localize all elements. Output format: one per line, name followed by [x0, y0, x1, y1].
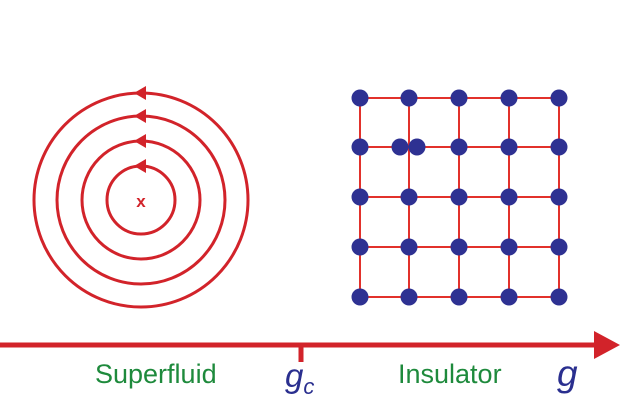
lattice-particle	[500, 238, 518, 256]
vortex-circulation	[32, 86, 250, 309]
lattice-particle	[450, 288, 468, 306]
circulation-arrowhead	[134, 159, 146, 173]
lattice-particle	[500, 89, 518, 107]
lattice-particle	[351, 188, 369, 206]
circulation-arrowhead	[134, 134, 146, 148]
lattice-particle	[400, 188, 418, 206]
lattice-particle	[500, 138, 518, 156]
critical-coupling-subscript: c	[303, 374, 314, 399]
lattice-particle	[351, 288, 369, 306]
lattice-particle	[351, 89, 369, 107]
lattice-particle	[450, 188, 468, 206]
critical-coupling-label: gc	[285, 357, 314, 399]
insulator-label: Insulator	[398, 359, 502, 389]
lattice-particle	[408, 138, 426, 156]
lattice-particle	[550, 138, 568, 156]
lattice-particle	[550, 288, 568, 306]
circulation-arrowhead	[134, 109, 146, 123]
lattice-particle	[450, 89, 468, 107]
lattice-particle	[400, 89, 418, 107]
lattice-particle	[450, 238, 468, 256]
lattice-particle	[351, 138, 369, 156]
lattice-particle	[500, 288, 518, 306]
vortex-center-label: x	[136, 192, 146, 211]
lattice-particle	[400, 238, 418, 256]
insulator-particles	[351, 89, 568, 306]
superfluid-label: Superfluid	[95, 359, 217, 389]
lattice-particle	[450, 138, 468, 156]
lattice-particle	[550, 89, 568, 107]
critical-coupling-symbol: g	[285, 357, 304, 394]
parameter-axis	[0, 331, 620, 362]
lattice-particle	[550, 238, 568, 256]
lattice-particle	[391, 138, 409, 156]
tuning-parameter-label: g	[557, 353, 578, 394]
circulation-arrowhead	[134, 86, 146, 100]
lattice-particle	[351, 238, 369, 256]
axis-arrowhead	[594, 331, 620, 359]
lattice-particle	[500, 188, 518, 206]
lattice-particle	[550, 188, 568, 206]
lattice-particle	[400, 288, 418, 306]
